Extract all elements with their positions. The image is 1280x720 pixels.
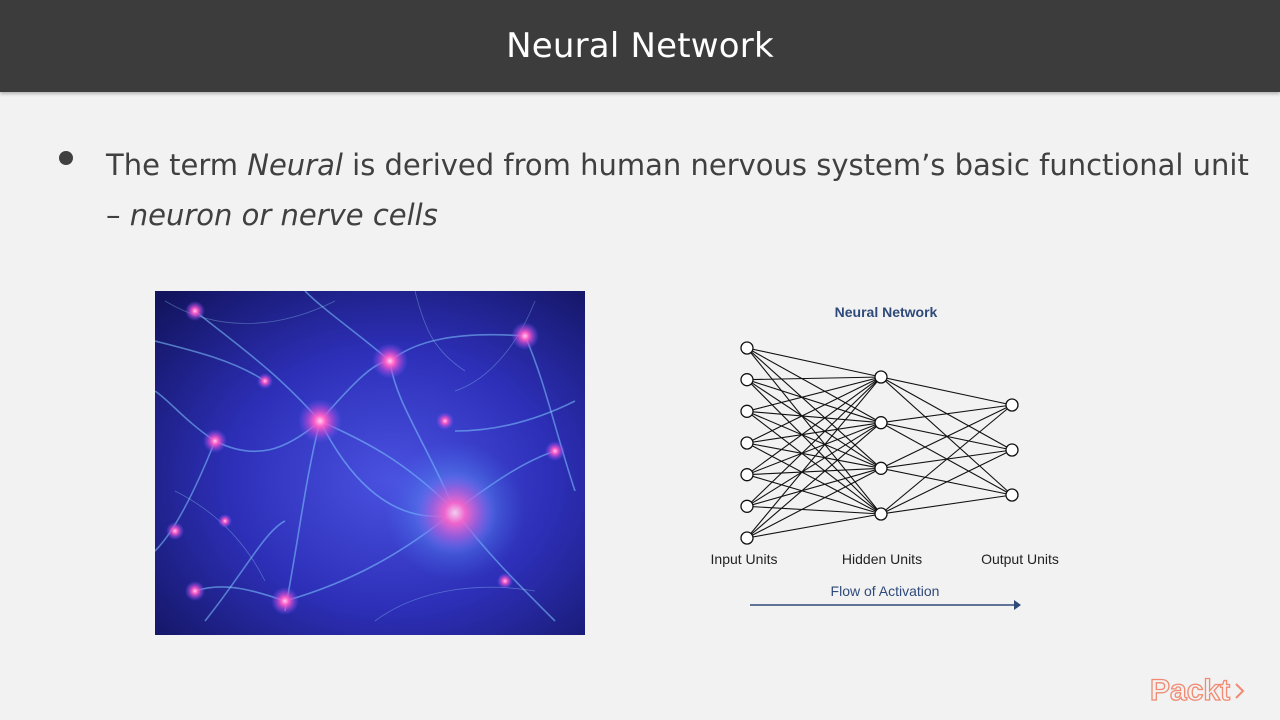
hidden-node xyxy=(874,370,888,384)
connection-line xyxy=(880,449,1013,515)
hidden-node xyxy=(874,461,888,475)
packt-logo-mark: Packt xyxy=(1149,673,1245,708)
connection-line xyxy=(746,513,882,539)
bullet-text-italic2: neuron or nerve cells xyxy=(129,198,438,232)
neural-network-svg: Neural Network Input Units Hidden Units … xyxy=(711,304,1059,610)
slide-title: Neural Network xyxy=(506,26,774,66)
connection-line xyxy=(746,422,882,507)
connection-line xyxy=(746,422,882,476)
hidden-node xyxy=(874,507,888,521)
connection-line xyxy=(746,379,882,424)
connection-line xyxy=(746,376,882,381)
connection-line xyxy=(746,442,882,515)
connection-line xyxy=(746,442,882,469)
neuron-illustration xyxy=(155,291,585,635)
connection-line xyxy=(746,505,882,515)
connection-line xyxy=(880,494,1013,515)
flow-of-activation-label: Flow of Activation xyxy=(831,583,940,599)
input-node xyxy=(740,436,754,450)
connection-line xyxy=(746,410,882,424)
connection-line xyxy=(880,376,1013,406)
hidden-node xyxy=(874,416,888,430)
bullet-text-part1: The term xyxy=(106,148,248,182)
input-node xyxy=(740,499,754,513)
flow-arrow-head-icon xyxy=(1014,600,1021,610)
connection-line xyxy=(880,404,1013,424)
bullet-dot-icon xyxy=(56,148,76,168)
connection-line xyxy=(746,347,882,515)
bullet-text: The term Neural is derived from human ne… xyxy=(106,140,1256,240)
connection-line xyxy=(746,467,882,507)
bullet-text-italic1: Neural xyxy=(247,148,343,182)
connection-line xyxy=(746,376,882,539)
connection-line xyxy=(746,474,882,515)
connection-line xyxy=(746,410,882,469)
hidden-units-label: Hidden Units xyxy=(842,551,922,567)
diagram-nodes xyxy=(740,341,1019,545)
input-node xyxy=(740,404,754,418)
input-node xyxy=(740,341,754,355)
connection-line xyxy=(746,376,882,412)
connection-line xyxy=(746,347,882,469)
connection-line xyxy=(880,404,1013,515)
diagram-connections xyxy=(746,347,1013,539)
connection-line xyxy=(746,422,882,539)
connection-line xyxy=(746,379,882,469)
neural-network-diagram: Neural Network Input Units Hidden Units … xyxy=(690,296,1090,626)
connection-line xyxy=(746,347,882,378)
input-node xyxy=(740,373,754,387)
input-units-label: Input Units xyxy=(711,551,778,567)
connection-line xyxy=(880,404,1013,469)
output-units-label: Output Units xyxy=(981,551,1059,567)
svg-text:Packt: Packt xyxy=(1150,674,1230,707)
neuron-image xyxy=(155,291,585,635)
connection-line xyxy=(746,376,882,444)
packt-logo: Packt xyxy=(1149,670,1250,710)
output-node xyxy=(1005,488,1019,502)
connection-line xyxy=(746,376,882,507)
output-node xyxy=(1005,398,1019,412)
connection-line xyxy=(746,422,882,444)
bullet-text-part2: is derived from human nervous system’s b… xyxy=(106,148,1249,232)
slide-header: Neural Network xyxy=(0,0,1280,92)
output-node xyxy=(1005,443,1019,457)
connection-line xyxy=(746,467,882,539)
connection-line xyxy=(746,376,882,476)
diagram-title: Neural Network xyxy=(835,304,938,320)
connection-line xyxy=(746,467,882,476)
input-node xyxy=(740,531,754,545)
connection-line xyxy=(746,379,882,515)
input-node xyxy=(740,468,754,482)
connection-line xyxy=(746,347,882,424)
connection-line xyxy=(746,410,882,515)
